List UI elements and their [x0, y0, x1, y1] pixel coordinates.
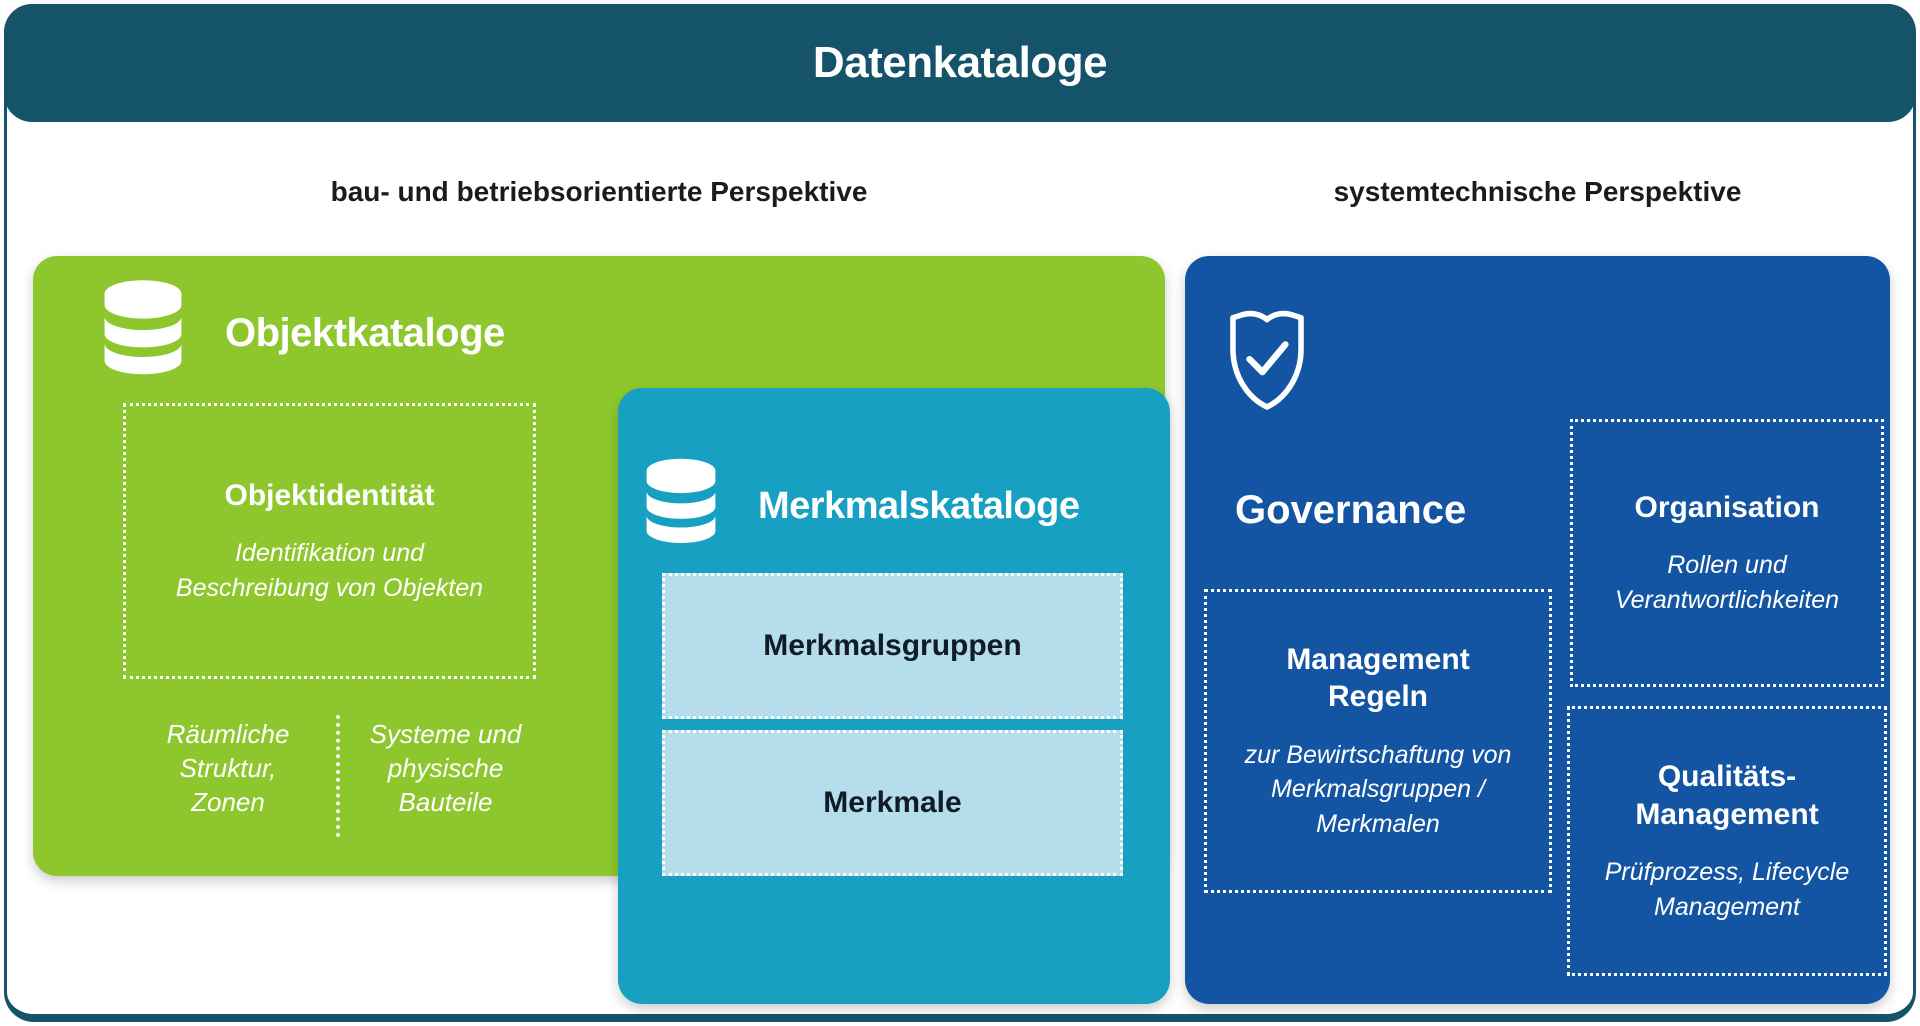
diagram-title: Datenkataloge: [812, 38, 1108, 87]
qualitaets-management-box: Qualitäts- Management Prüfprozess, Lifec…: [1567, 706, 1887, 976]
management-regeln-title: Management Regeln: [1286, 642, 1470, 714]
raeumliche-struktur-label: Räumliche Struktur, Zonen: [166, 719, 290, 817]
dotted-divider: [336, 715, 340, 837]
panel-objektkataloge: Objektkataloge Objektidentität Identifik…: [33, 256, 1165, 876]
merkmalskataloge-header: Merkmalskataloge: [638, 456, 1080, 556]
merkmale-label: Merkmale: [823, 786, 962, 819]
qualitaets-management-description: Prüfprozess, Lifecycle Management: [1604, 858, 1850, 921]
objektidentitaet-box: Objektidentität Identifikation und Besch…: [123, 403, 536, 679]
objektidentitaet-title: Objektidentität: [224, 478, 435, 512]
merkmalsgruppen-box: Merkmalsgruppen: [662, 573, 1123, 719]
organisation-box: Organisation Rollen und Verantwortlichke…: [1570, 419, 1884, 687]
shield-check-icon: [1221, 298, 1313, 429]
database-icon: [638, 456, 724, 556]
organisation-title: Organisation: [1634, 490, 1820, 524]
objektidentitaet-description: Identifikation und Beschreibung von Obje…: [175, 539, 484, 602]
management-regeln-description: zur Bewirtschaftung von Merkmalsgruppen …: [1244, 740, 1512, 838]
merkmalskataloge-title: Merkmalskataloge: [758, 484, 1080, 527]
panel-governance: Governance Organisation Rollen und Veran…: [1185, 256, 1890, 1004]
perspective-label-right: systemtechnische Perspektive: [1333, 176, 1742, 207]
systeme-bauteile-label: Systeme und physische Bauteile: [369, 719, 522, 817]
panel-merkmalskataloge: Merkmalskataloge Merkmalsgruppen Merkmal…: [618, 388, 1170, 1004]
management-regeln-box: Management Regeln zur Bewirtschaftung vo…: [1204, 589, 1552, 893]
governance-title: Governance: [1235, 488, 1467, 532]
diagram-header-bar: Datenkataloge: [4, 4, 1916, 122]
organisation-description: Rollen und Verantwortlichkeiten: [1614, 551, 1840, 614]
qualitaets-management-title: Qualitäts- Management: [1635, 760, 1819, 831]
objektkataloge-title: Objektkataloge: [225, 310, 505, 355]
merkmale-box: Merkmale: [662, 730, 1123, 876]
merkmalsgruppen-label: Merkmalsgruppen: [763, 629, 1022, 662]
perspective-label-left: bau- und betriebsorientierte Perspektive: [330, 176, 868, 207]
objektkataloge-header: Objektkataloge: [95, 278, 505, 388]
database-icon: [95, 278, 191, 388]
